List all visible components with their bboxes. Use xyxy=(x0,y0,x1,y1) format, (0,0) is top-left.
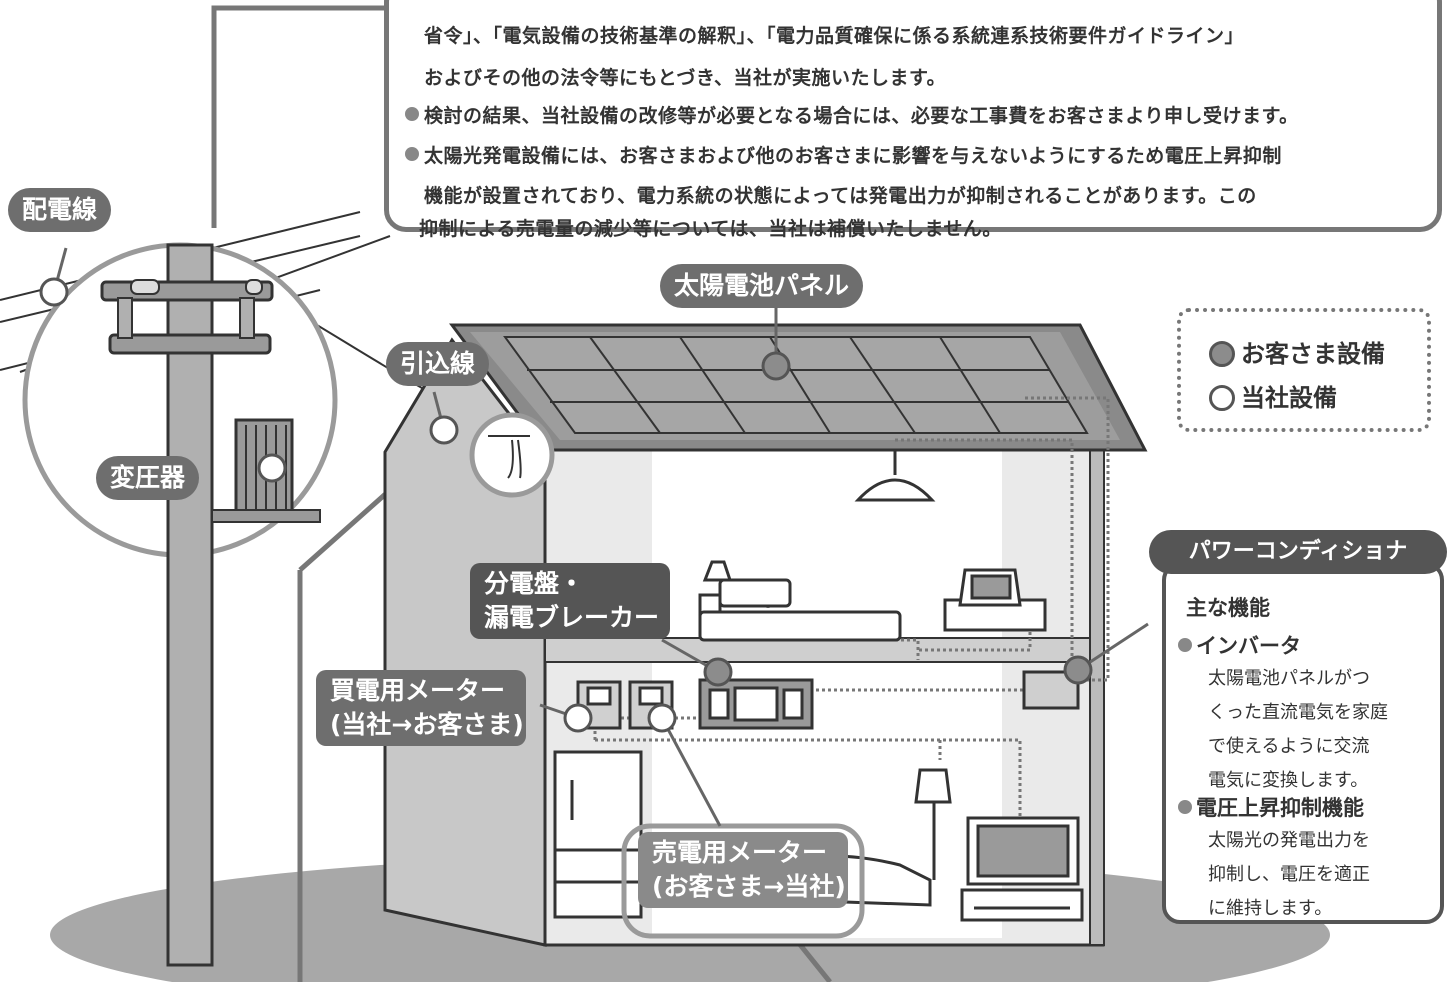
gray-circle-icon xyxy=(1209,341,1235,367)
notice-box: 省令」、「電気設備の技術基準の解釈」、「電力品質確保に係る系統連系技術要件ガイド… xyxy=(384,0,1442,232)
refrigerator xyxy=(553,750,643,919)
label-baiden-meter: 売電用メーター (お客さま→当社) xyxy=(638,832,848,908)
bed xyxy=(698,560,902,642)
label-haidensen: 配電線 xyxy=(8,188,112,232)
notice-line-5: 機能が設置されており、電力系統の状態によっては発電出力が抑制されることがあります… xyxy=(424,185,1257,207)
pc-feature-inverter: インバータ xyxy=(1178,630,1301,660)
computer-desk xyxy=(943,568,1047,632)
notice-line-1: 省令」、「電気設備の技術基準の解釈」、「電力品質確保に係る系統連系技術要件ガイド… xyxy=(424,25,1245,47)
label-kaiden-line1: 買電用メーター xyxy=(330,676,506,705)
label-baiden-line1: 売電用メーター xyxy=(652,838,828,867)
bullet-icon xyxy=(1178,638,1192,652)
legend-customer: お客さま設備 xyxy=(1209,334,1385,368)
legend-company: 当社設備 xyxy=(1209,378,1337,412)
label-hikikomisen: 引込線 xyxy=(386,342,490,386)
legend: お客さま設備 当社設備 xyxy=(1177,308,1431,432)
meters xyxy=(576,680,674,730)
notice-line-3: 検討の結果、当社設備の改修等が必要となる場合には、必要な工事費をお客さまより申し… xyxy=(424,105,1299,127)
notice-line-2: およびその他の法令等にもとづき、当社が実施いたします。 xyxy=(424,67,947,89)
marker-kaiden-meter xyxy=(563,703,593,733)
legend-customer-label: お客さま設備 xyxy=(1241,340,1385,368)
pc-f1-line2: くった直流電気を家庭 xyxy=(1208,702,1388,723)
label-baiden-line2: (お客さま→当社) xyxy=(652,872,846,901)
pc-f2-line1: 太陽光の発電出力を xyxy=(1208,830,1370,851)
label-bundenban: 分電盤・ 漏電ブレーカー xyxy=(470,563,670,639)
pc-feature-voltage: 電圧上昇抑制機能 xyxy=(1178,792,1364,822)
sell-meter-magnifier xyxy=(621,823,865,939)
equipment-markers xyxy=(39,277,1093,733)
marker-henatsuki xyxy=(257,453,287,483)
marker-solar-panel xyxy=(761,351,791,381)
pc-f2-line3: に維持します。 xyxy=(1208,898,1333,919)
pc-feature-inverter-title: インバータ xyxy=(1196,634,1301,658)
label-bundenban-line1: 分電盤・ xyxy=(484,569,585,598)
marker-hikikomisen xyxy=(429,415,459,445)
white-circle-icon xyxy=(1209,385,1235,411)
bullet-icon xyxy=(405,147,419,161)
marker-haidensen xyxy=(39,277,69,307)
label-henatsuki: 変圧器 xyxy=(96,456,200,500)
pc-f1-line1: 太陽電池パネルがつ xyxy=(1208,668,1370,689)
notice-line-4: 太陽光発電設備には、お客さまおよび他のお客さまに影響を与えないようにするため電圧… xyxy=(424,145,1282,167)
bullet-icon xyxy=(405,107,419,121)
power-conditioner-info: 主な機能 インバータ 太陽電池パネルがつ くった直流電気を家庭 で使えるように交… xyxy=(1162,562,1444,924)
pc-f2-line2: 抑制し、電圧を適正 xyxy=(1208,864,1370,885)
tv-set xyxy=(960,816,1084,922)
distribution-panel xyxy=(698,678,814,730)
pc-f1-line4: 電気に変換します。 xyxy=(1208,770,1369,791)
label-solar-panel: 太陽電池パネル xyxy=(660,264,864,308)
floor-lamp xyxy=(914,768,952,880)
pc-title: パワーコンディショナ xyxy=(1149,530,1447,574)
pc-feature-voltage-title: 電圧上昇抑制機能 xyxy=(1196,796,1364,820)
pc-heading: 主な機能 xyxy=(1186,596,1270,620)
pc-f1-line3: で使えるように交流 xyxy=(1208,736,1370,757)
label-kaiden-meter: 買電用メーター (当社→お客さま) xyxy=(316,670,526,746)
label-kaiden-line2: (当社→お客さま) xyxy=(330,710,524,739)
marker-bundenban xyxy=(703,657,733,687)
ceiling-lamp xyxy=(854,450,936,502)
notice-line-6: 抑制による売電量の減少等については、当社は補償いたしません。 xyxy=(419,218,1002,240)
label-bundenban-line2: 漏電ブレーカー xyxy=(484,603,660,632)
legend-company-label: 当社設備 xyxy=(1241,384,1337,412)
utility-pole xyxy=(100,243,321,967)
marker-baiden-meter xyxy=(647,703,677,733)
marker-power-conditioner xyxy=(1063,655,1093,685)
solar-panel-grid xyxy=(503,336,1089,434)
bullet-icon xyxy=(1178,800,1192,814)
